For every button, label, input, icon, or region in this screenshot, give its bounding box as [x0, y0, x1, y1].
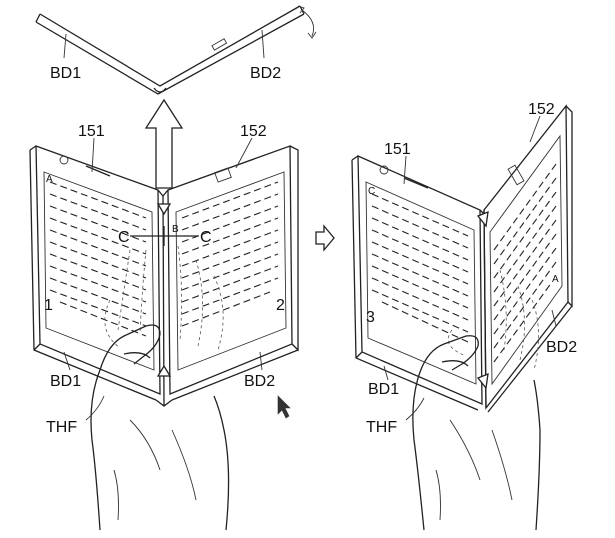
- top-bd2-label: BD2: [250, 65, 281, 82]
- double-headed-curved-arrow-icon: [297, 5, 317, 39]
- right-page-3-label: 3: [366, 309, 375, 326]
- left-page-2-label: 2: [276, 297, 285, 314]
- hollow-right-arrow-icon: [315, 224, 335, 252]
- left-device-view: 151 152 BD1 BD2 THF 1 2 C C B A: [29, 123, 299, 531]
- left-page-1-label: 1: [44, 297, 53, 314]
- right-a-label: A: [552, 274, 559, 285]
- left-151-label: 151: [78, 123, 105, 140]
- right-device-view: 151 152 BD1 BD2 THF 3 C A: [351, 101, 577, 531]
- top-bd1-label: BD1: [50, 65, 81, 82]
- right-c-label: C: [368, 186, 375, 197]
- left-c-left-label: C: [118, 229, 130, 246]
- left-bd1-label: BD1: [50, 373, 81, 390]
- left-b-label: B: [172, 224, 179, 235]
- left-a-label: A: [46, 174, 53, 185]
- mouse-pointer-icon[interactable]: [277, 395, 291, 419]
- right-152-label: 152: [528, 101, 555, 118]
- right-bd2-label: BD2: [546, 339, 577, 356]
- hollow-up-arrow-icon: [144, 98, 184, 189]
- right-bd1-label: BD1: [368, 381, 399, 398]
- top-folded-view: BD1 BD2: [35, 5, 317, 95]
- left-thf-label: THF: [46, 419, 77, 436]
- right-151-label: 151: [384, 141, 411, 158]
- right-thf-label: THF: [366, 419, 397, 436]
- left-152-label: 152: [240, 123, 267, 140]
- left-c-right-label: C: [200, 229, 212, 246]
- left-bd2-label: BD2: [244, 373, 275, 390]
